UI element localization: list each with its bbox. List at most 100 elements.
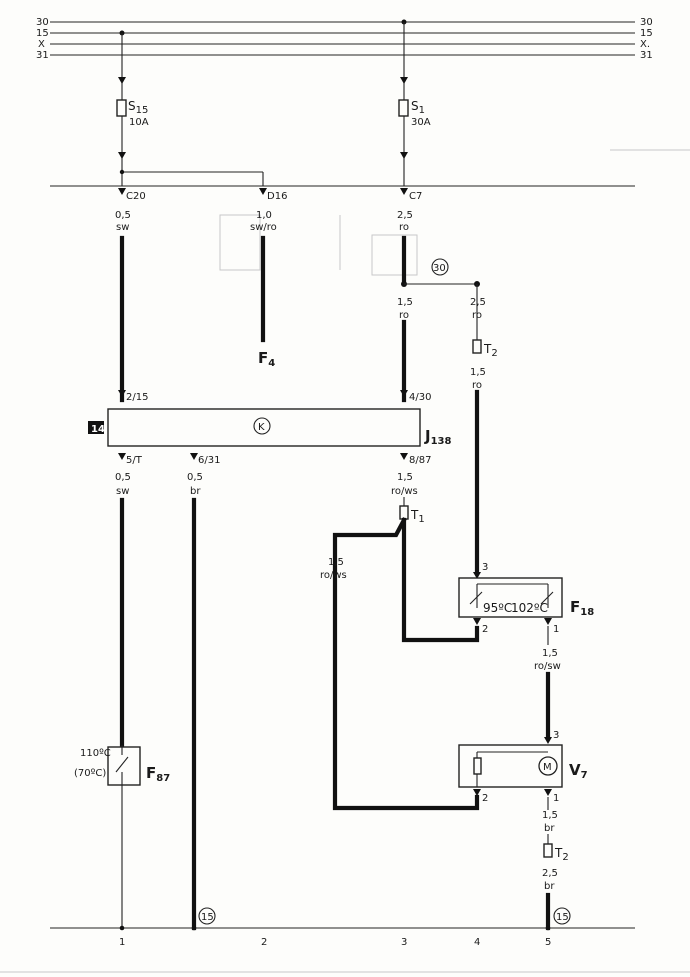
f18-pin-1: 1 xyxy=(553,624,559,635)
v7-label: V7 xyxy=(569,761,588,781)
fuse-s15-rating: 10A xyxy=(129,117,149,128)
f18-temp-high: 102ºC xyxy=(511,601,548,615)
v7-pin-3: 3 xyxy=(553,730,559,741)
circle-30-label: 30 xyxy=(433,263,446,274)
bus-label-15-right: 15 xyxy=(640,28,653,39)
wire-size-col4: 2,5 xyxy=(470,297,486,308)
wire-size-col4b: 1,5 xyxy=(470,367,486,378)
track-numbers: 1 2 3 4 5 xyxy=(119,937,551,948)
connector-t2-upper-icon xyxy=(472,339,482,354)
wire-color-5t: sw xyxy=(116,486,129,497)
fuse-s1-icon xyxy=(398,99,409,117)
pin-5-t: 5/T xyxy=(126,455,143,466)
wire-size-8-87: 1,5 xyxy=(397,472,413,483)
relay-j138: 2/15 4/30 14 K J138 5/T 6/31 8/87 xyxy=(88,390,452,466)
relay-k-text: K xyxy=(258,422,265,433)
f87-temp-low: (70ºC) xyxy=(74,768,106,779)
fuse-s1-rating: 30A xyxy=(411,117,431,128)
f18-pin-2: 2 xyxy=(482,624,488,635)
thermoswitch-f18: 3 95ºC 102ºC F18 2 1 xyxy=(458,562,594,635)
track-1: 1 xyxy=(119,937,125,948)
wire-size-c20: 0,5 xyxy=(115,210,131,221)
wire-size-t1-branch: 1,5 xyxy=(328,557,344,568)
connector-c7: C7 xyxy=(409,191,422,202)
wire-color-f18-v7: ro/sw xyxy=(534,661,561,672)
wire-color-col4b: ro xyxy=(472,380,482,391)
bus-label-30-left: 30 xyxy=(36,17,49,28)
background-ghost xyxy=(0,149,690,973)
track-5: 5 xyxy=(545,937,551,948)
bus-label-31-left: 31 xyxy=(36,50,49,61)
f87-label: F87 xyxy=(146,764,170,784)
wire-color-gnd-lower: br xyxy=(544,881,555,892)
f18-label: F18 xyxy=(570,598,594,618)
ground-marker-15-right-label: 15 xyxy=(556,912,569,923)
bus-label-30-right: 30 xyxy=(640,17,653,28)
wire-color-8-87: ro/ws xyxy=(391,486,418,497)
wire-size-c7: 2,5 xyxy=(397,210,413,221)
fuse-s15-icon xyxy=(116,99,127,117)
bus-label-15-left: 15 xyxy=(36,28,49,39)
fuse-s1-branch: S1 30A xyxy=(398,22,431,186)
fuse-s15-name: S15 xyxy=(128,99,148,116)
relay-badge-text: 14 xyxy=(91,424,105,435)
boundary-connectors: C20 D16 C7 xyxy=(118,188,422,202)
bus-label-31-right: 31 xyxy=(640,50,653,61)
wire-size-6-31: 0,5 xyxy=(187,472,203,483)
bus-label-x-left: X xyxy=(38,39,45,50)
supply-bus: 30 15 X 31 30 15 X. 31 xyxy=(36,17,653,61)
pin-2-15: 2/15 xyxy=(126,392,148,403)
ground-marker-15-left xyxy=(198,907,216,925)
connector-t2-lower-icon xyxy=(543,843,553,858)
wire-size-gnd-lower: 2,5 xyxy=(542,868,558,879)
wire-t1-v7 xyxy=(332,517,480,811)
ground-marker-15-right xyxy=(553,907,571,925)
fuse-s15-branch: S15 10A xyxy=(116,33,264,186)
thermoswitch-f87: 110ºC (70ºC) F87 xyxy=(74,745,170,786)
f18-temp-low: 95ºC xyxy=(483,601,512,615)
wire-t1-f18 xyxy=(401,517,480,643)
ground-marker-15-left-label: 15 xyxy=(201,912,214,923)
wire-color-t1-branch: ro/ws xyxy=(320,570,347,581)
v7-pin-2: 2 xyxy=(482,793,488,804)
f18-pin-3: 3 xyxy=(482,562,488,573)
wire-color-6-31: br xyxy=(190,486,201,497)
wire-size-f18-v7: 1,5 xyxy=(542,648,558,659)
relay-j138-box xyxy=(107,408,421,447)
pin-4-30: 4/30 xyxy=(409,392,431,403)
connector-t2-lower-label: T2 xyxy=(554,846,569,863)
pin-6-31: 6/31 xyxy=(198,455,220,466)
fan-motor-v7: 3 M V7 2 1 xyxy=(458,730,588,804)
f87-temp-high: 110ºC xyxy=(80,748,111,759)
relay-j138-label: J138 xyxy=(424,427,452,447)
wire-size-v7-gnd: 1,5 xyxy=(542,810,558,821)
v7-resistor-icon xyxy=(473,757,482,775)
connector-c20: C20 xyxy=(126,191,146,202)
wire-size-d16: 1,0 xyxy=(256,210,272,221)
wire-size-5t: 0,5 xyxy=(115,472,131,483)
pin-8-87: 8/87 xyxy=(409,455,431,466)
wire-color-d16: sw/ro xyxy=(250,222,277,233)
track-2: 2 xyxy=(261,937,267,948)
relay-badge xyxy=(88,421,104,434)
connector-t1-icon xyxy=(399,505,409,520)
motor-label: M xyxy=(543,762,552,773)
wire-color-c20: sw xyxy=(116,222,129,233)
wire-color-c7: ro xyxy=(399,222,409,233)
circle-30-marker xyxy=(431,258,449,276)
track-4: 4 xyxy=(474,937,480,948)
component-f4-label: F4 xyxy=(258,349,275,369)
v7-pin-1: 1 xyxy=(553,793,559,804)
connector-t2-upper-label: T2 xyxy=(483,342,498,359)
motor-icon xyxy=(538,756,558,776)
bus-label-x-right: X. xyxy=(640,39,650,50)
f87-box xyxy=(107,746,141,786)
relay-k-symbol xyxy=(253,417,271,435)
track-3: 3 xyxy=(401,937,407,948)
wire-size-col3: 1,5 xyxy=(397,297,413,308)
wire-labels-top: 0,5 sw 1,0 sw/ro 2,5 ro xyxy=(115,210,413,233)
connector-d16: D16 xyxy=(267,191,287,202)
fuse-s1-name: S1 xyxy=(411,99,425,116)
